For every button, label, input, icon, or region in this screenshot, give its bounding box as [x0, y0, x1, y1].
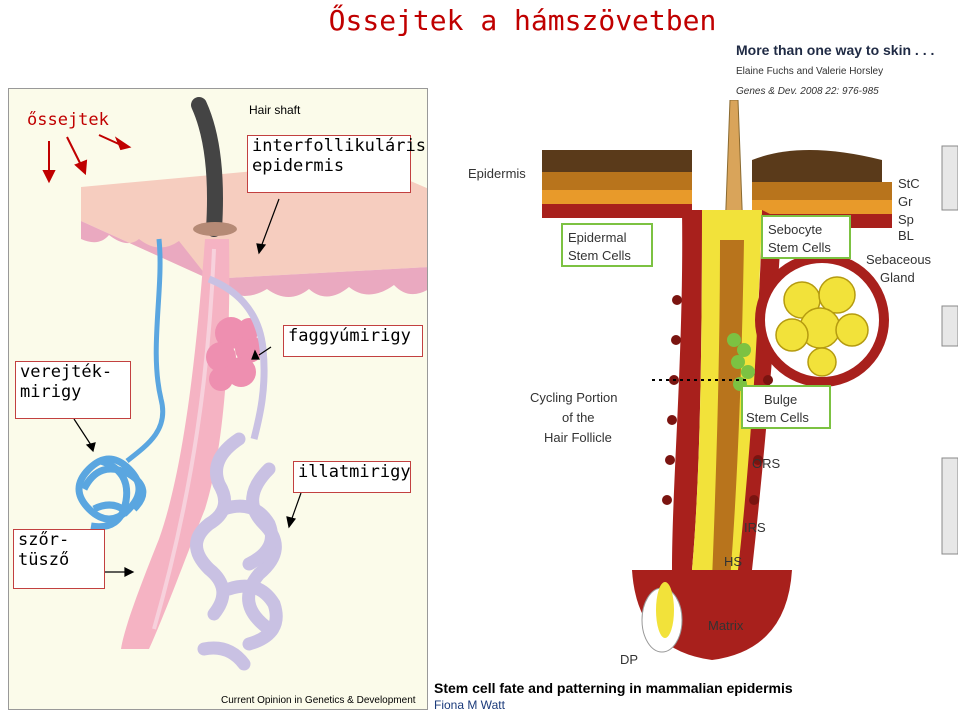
dp-label: DP [620, 652, 638, 667]
hs-label: HS [724, 554, 742, 569]
figure-credit: Current Opinion in Genetics & Developmen… [221, 695, 416, 706]
sweat-line-1: verejték- [20, 362, 113, 382]
stem-cell-arrows [42, 134, 132, 184]
reference-authors: Elaine Fuchs and Valerie Horsley [736, 66, 884, 77]
matrix-label: Matrix [708, 618, 744, 633]
matrix-core [656, 582, 674, 638]
apocrine-duct-icon [207, 275, 268, 440]
sebaceous-gland-label: faggyúmirigy [283, 325, 423, 357]
layer-sp: Sp [898, 212, 914, 227]
sebocyte-stem-line-1: Sebocyte [768, 222, 822, 237]
layer-stc: StC [898, 176, 920, 191]
sweat-gland-coil-icon [75, 455, 147, 531]
bulge-line-2: Stem Cells [746, 410, 809, 425]
label-leader-arrows [73, 198, 302, 577]
hair-shaft-icon [191, 97, 223, 237]
skin-appendages-figure: Hair shaft Current Opinion in Genetics &… [8, 88, 428, 710]
sweat-line-2: mirigy [20, 381, 82, 402]
interfollicular-line-2: epidermis [252, 155, 345, 176]
ors-label: ORS [752, 456, 781, 471]
apocrine-gland-label: illatmirigy [293, 461, 411, 493]
follicle-line-1: szőr- [18, 530, 70, 550]
epidermal-stem-line-2: Stem Cells [568, 248, 631, 263]
follicle-opening [193, 222, 237, 236]
sweat-gland-label: verejték- mirigy [15, 361, 131, 419]
sebocyte-stem-line-2: Stem Cells [768, 240, 831, 255]
cycling-line-2: of the [562, 410, 595, 425]
epidermis-layers-left [542, 150, 692, 218]
hair-shaft-label: Hair shaft [249, 103, 301, 117]
cycling-line-3: Hair Follicle [544, 430, 612, 445]
epidermis-slab-front [81, 221, 209, 279]
caption-author: Fiona M Watt [434, 698, 505, 712]
sebaceous-gland-line-2: Gland [880, 270, 915, 285]
epidermal-stem-line-1: Epidermal [568, 230, 627, 245]
sebocyte-cells [775, 276, 869, 377]
layer-gr: Gr [898, 194, 913, 209]
interfollicular-line-1: interfollikuláris [252, 136, 426, 156]
apocrine-gland-coil-icon [190, 432, 283, 671]
stem-cell-label-boxes [561, 215, 851, 429]
follicle-line-2: tüsző [18, 549, 70, 570]
bulge-line-1: Bulge [764, 392, 797, 407]
follicle-highlight [152, 248, 216, 630]
sebaceous-gland-line-1: Sebaceous [866, 252, 932, 267]
reference-journal: Genes & Dev. 2008 22: 976-985 [736, 86, 879, 97]
sweat-duct-icon [125, 238, 166, 463]
cycling-line-1: Cycling Portion [530, 390, 617, 405]
reference-title: More than one way to skin . . . [736, 42, 935, 58]
layer-bl: BL [898, 228, 914, 243]
ors-left [672, 210, 702, 570]
interfollicular-epidermis-label: interfollikuláris epidermis [247, 135, 426, 193]
epidermis-slab-side [209, 267, 427, 297]
hair-shaft-core [712, 240, 744, 580]
stem-cells-label: őssejtek [27, 110, 109, 130]
hair-follicle-diagram: Epidermis StC Gr Sp BL Epidermal Stem Ce… [468, 100, 958, 667]
slide-title: Őssejtek a hámszövetben [328, 4, 717, 37]
irs-label: IRS [744, 520, 766, 535]
bulge-stem-cells-icon [727, 333, 755, 391]
epidermis-label: Epidermis [468, 166, 526, 181]
caption-title: Stem cell fate and patterning in mammali… [434, 680, 793, 696]
hair-follicle-label: szőr- tüsző [13, 529, 105, 589]
right-edge-boxes [941, 145, 958, 555]
hair-follicle-icon [121, 239, 230, 649]
